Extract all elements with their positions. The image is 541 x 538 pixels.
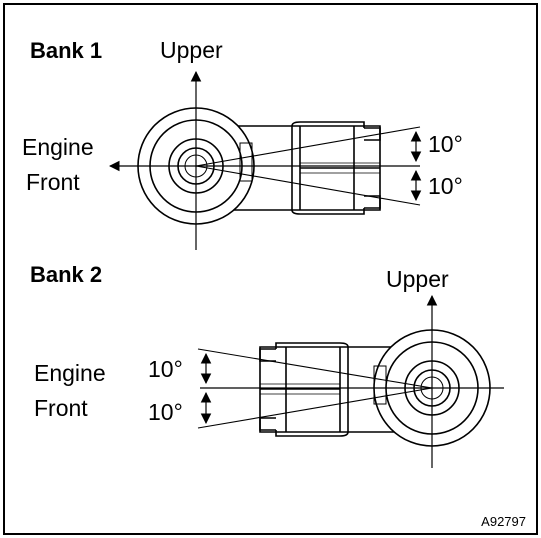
bank-2-angle-line-bottom: [197, 387, 433, 429]
bank-1-title: Bank 1: [30, 38, 102, 63]
bank-2-angle-top-label: 10°: [148, 356, 183, 382]
bank-2-angle-line-top: [197, 348, 433, 389]
bank-1-upper-label: Upper: [160, 37, 223, 63]
bank-2-upper-label: Upper: [386, 266, 449, 292]
bank-1-angle-line-bottom: [195, 165, 421, 206]
bank-2-title: Bank 2: [30, 262, 102, 287]
bank-1-angle-line-top: [195, 126, 421, 167]
bank-1-angle-bottom-label: 10°: [428, 173, 463, 199]
figure-code: A92797: [481, 514, 526, 529]
figure-border: [3, 3, 538, 535]
bank-1-front-label: Front: [26, 169, 80, 195]
bank-1-engine-label: Engine: [22, 134, 94, 160]
bank-2-group: Bank 2 Upper Engine Front: [30, 262, 504, 468]
bank-2-front-label: Front: [34, 395, 88, 421]
bank-2-engine-label: Engine: [34, 360, 106, 386]
bank-1-angle-top-label: 10°: [428, 131, 463, 157]
bank-1-group: Bank 1: [22, 37, 463, 250]
bank-2-angle-bottom-label: 10°: [148, 399, 183, 425]
